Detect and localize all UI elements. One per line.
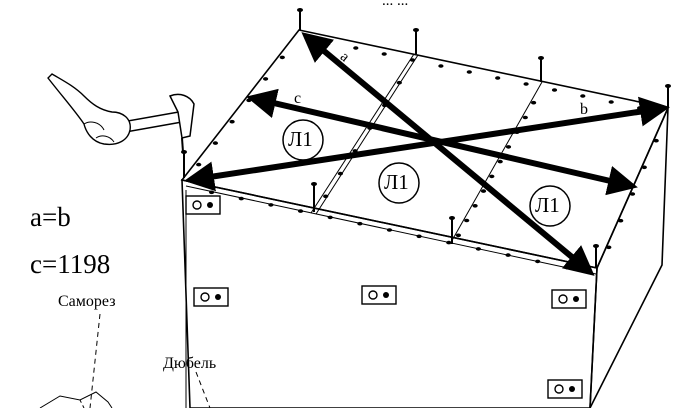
nail-hole-dot (580, 94, 586, 98)
nail-hole-dot (466, 70, 472, 74)
nail-hole-dot (505, 253, 511, 257)
panel-label: Л1 (384, 170, 409, 194)
nail-icon (413, 28, 419, 54)
fitting (361, 285, 397, 305)
nail-hole-dot (438, 64, 444, 68)
fitting (185, 195, 221, 215)
nail-icon (297, 8, 303, 30)
fitting (193, 287, 229, 307)
nail-hole-dot (386, 228, 393, 232)
nail-hole-dot (381, 52, 387, 56)
nail-icon (538, 56, 544, 82)
diagonal-label-b: b (580, 101, 588, 118)
top-caption: ... ... (382, 0, 409, 9)
cabinet-box (180, 29, 670, 408)
formula-a-equals-b: a=b (30, 202, 71, 232)
nail-hole-dot (608, 100, 614, 104)
nail-hole-dot (531, 100, 537, 105)
right-face (589, 107, 669, 408)
nail-hole-dot (409, 58, 416, 62)
nail-hole-dot (495, 76, 501, 80)
callout-dowel: Дюбель (163, 355, 217, 372)
nail-hole-dot (618, 218, 624, 223)
nail-hole-dot (489, 174, 495, 179)
nail-hole-dot (505, 145, 512, 149)
nail-hole-dot (551, 88, 558, 92)
hand-icon (47, 73, 131, 146)
nail-hole-dot (564, 265, 571, 270)
fitting (547, 379, 583, 399)
leader-lines (39, 313, 211, 408)
nail-hole-dot (263, 77, 269, 81)
nail-hole-dot (446, 240, 452, 245)
nail-hole-dot (357, 221, 363, 226)
panel-label: Л1 (535, 193, 560, 217)
nail-hole-dot (523, 82, 529, 86)
nail-hole-dot (416, 234, 422, 239)
nail-hole-dot (246, 98, 252, 103)
fittings (185, 195, 587, 399)
nail-hole-dot (323, 194, 329, 199)
nail-hole-dot (238, 196, 244, 201)
diagonal-label-c: c (294, 90, 302, 107)
nail-icon (665, 84, 671, 108)
nail-hole-dot (641, 165, 647, 170)
nail-hole-dot (324, 40, 330, 44)
nail-hole-dot (279, 55, 285, 60)
nail-hole-dot (497, 159, 503, 164)
nail-hole-dot (464, 218, 470, 223)
nail-hole-dot (472, 204, 478, 208)
nail-hole-dot (480, 189, 487, 193)
diagonal-arrows (184, 32, 670, 276)
nail-hole-dot (229, 119, 235, 124)
nail-icon (449, 216, 455, 244)
nail-hole-dot (196, 162, 202, 167)
nail-holes (196, 40, 659, 270)
nail-hole-dot (337, 171, 343, 176)
nail-hole-dot (396, 80, 402, 85)
diagonal-b (184, 96, 670, 192)
nail-hole-dot (212, 141, 218, 145)
nail-hole-dot (268, 203, 274, 207)
nail-hole-dot (653, 138, 659, 143)
nail-hole-dot (522, 115, 528, 120)
nail-hole-dot (535, 259, 541, 264)
panel-label-circles (282, 119, 571, 227)
fitting (551, 289, 587, 309)
nail-hole-dot (475, 247, 481, 251)
callout-screw: Саморез (58, 293, 116, 310)
diagonal-c (246, 88, 638, 196)
panel-label: Л1 (288, 127, 313, 151)
nail-hole-dot (209, 190, 215, 195)
formula-c-value: c=1198 (30, 249, 111, 279)
nail-hole-dot (327, 215, 333, 220)
nail-hole-dot (455, 233, 461, 238)
nail-hole-dot (606, 245, 612, 250)
nail-hole-dot (298, 209, 304, 213)
nail-hole-dot (353, 46, 359, 50)
nail-hole-dot (629, 192, 636, 196)
